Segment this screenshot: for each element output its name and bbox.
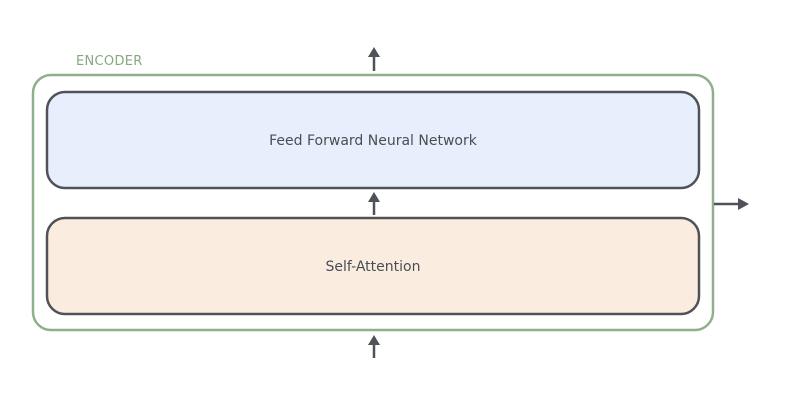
arrow-right-icon: [714, 198, 749, 210]
feed-forward-label: Feed Forward Neural Network: [269, 133, 478, 149]
arrow-up-icon: [368, 47, 380, 71]
self-attention-label: Self-Attention: [326, 259, 421, 275]
encoder-label: ENCODER: [76, 54, 143, 69]
self-attention-box: [45, 216, 701, 316]
arrow-up-icon: [368, 335, 380, 358]
encoder-frame: [31, 73, 715, 332]
feed-forward-box: [45, 90, 701, 190]
feed-forward-block: Feed Forward Neural Network: [45, 90, 701, 190]
self-attention-block: Self-Attention: [45, 216, 701, 316]
arrow-up-icon: [368, 192, 380, 215]
